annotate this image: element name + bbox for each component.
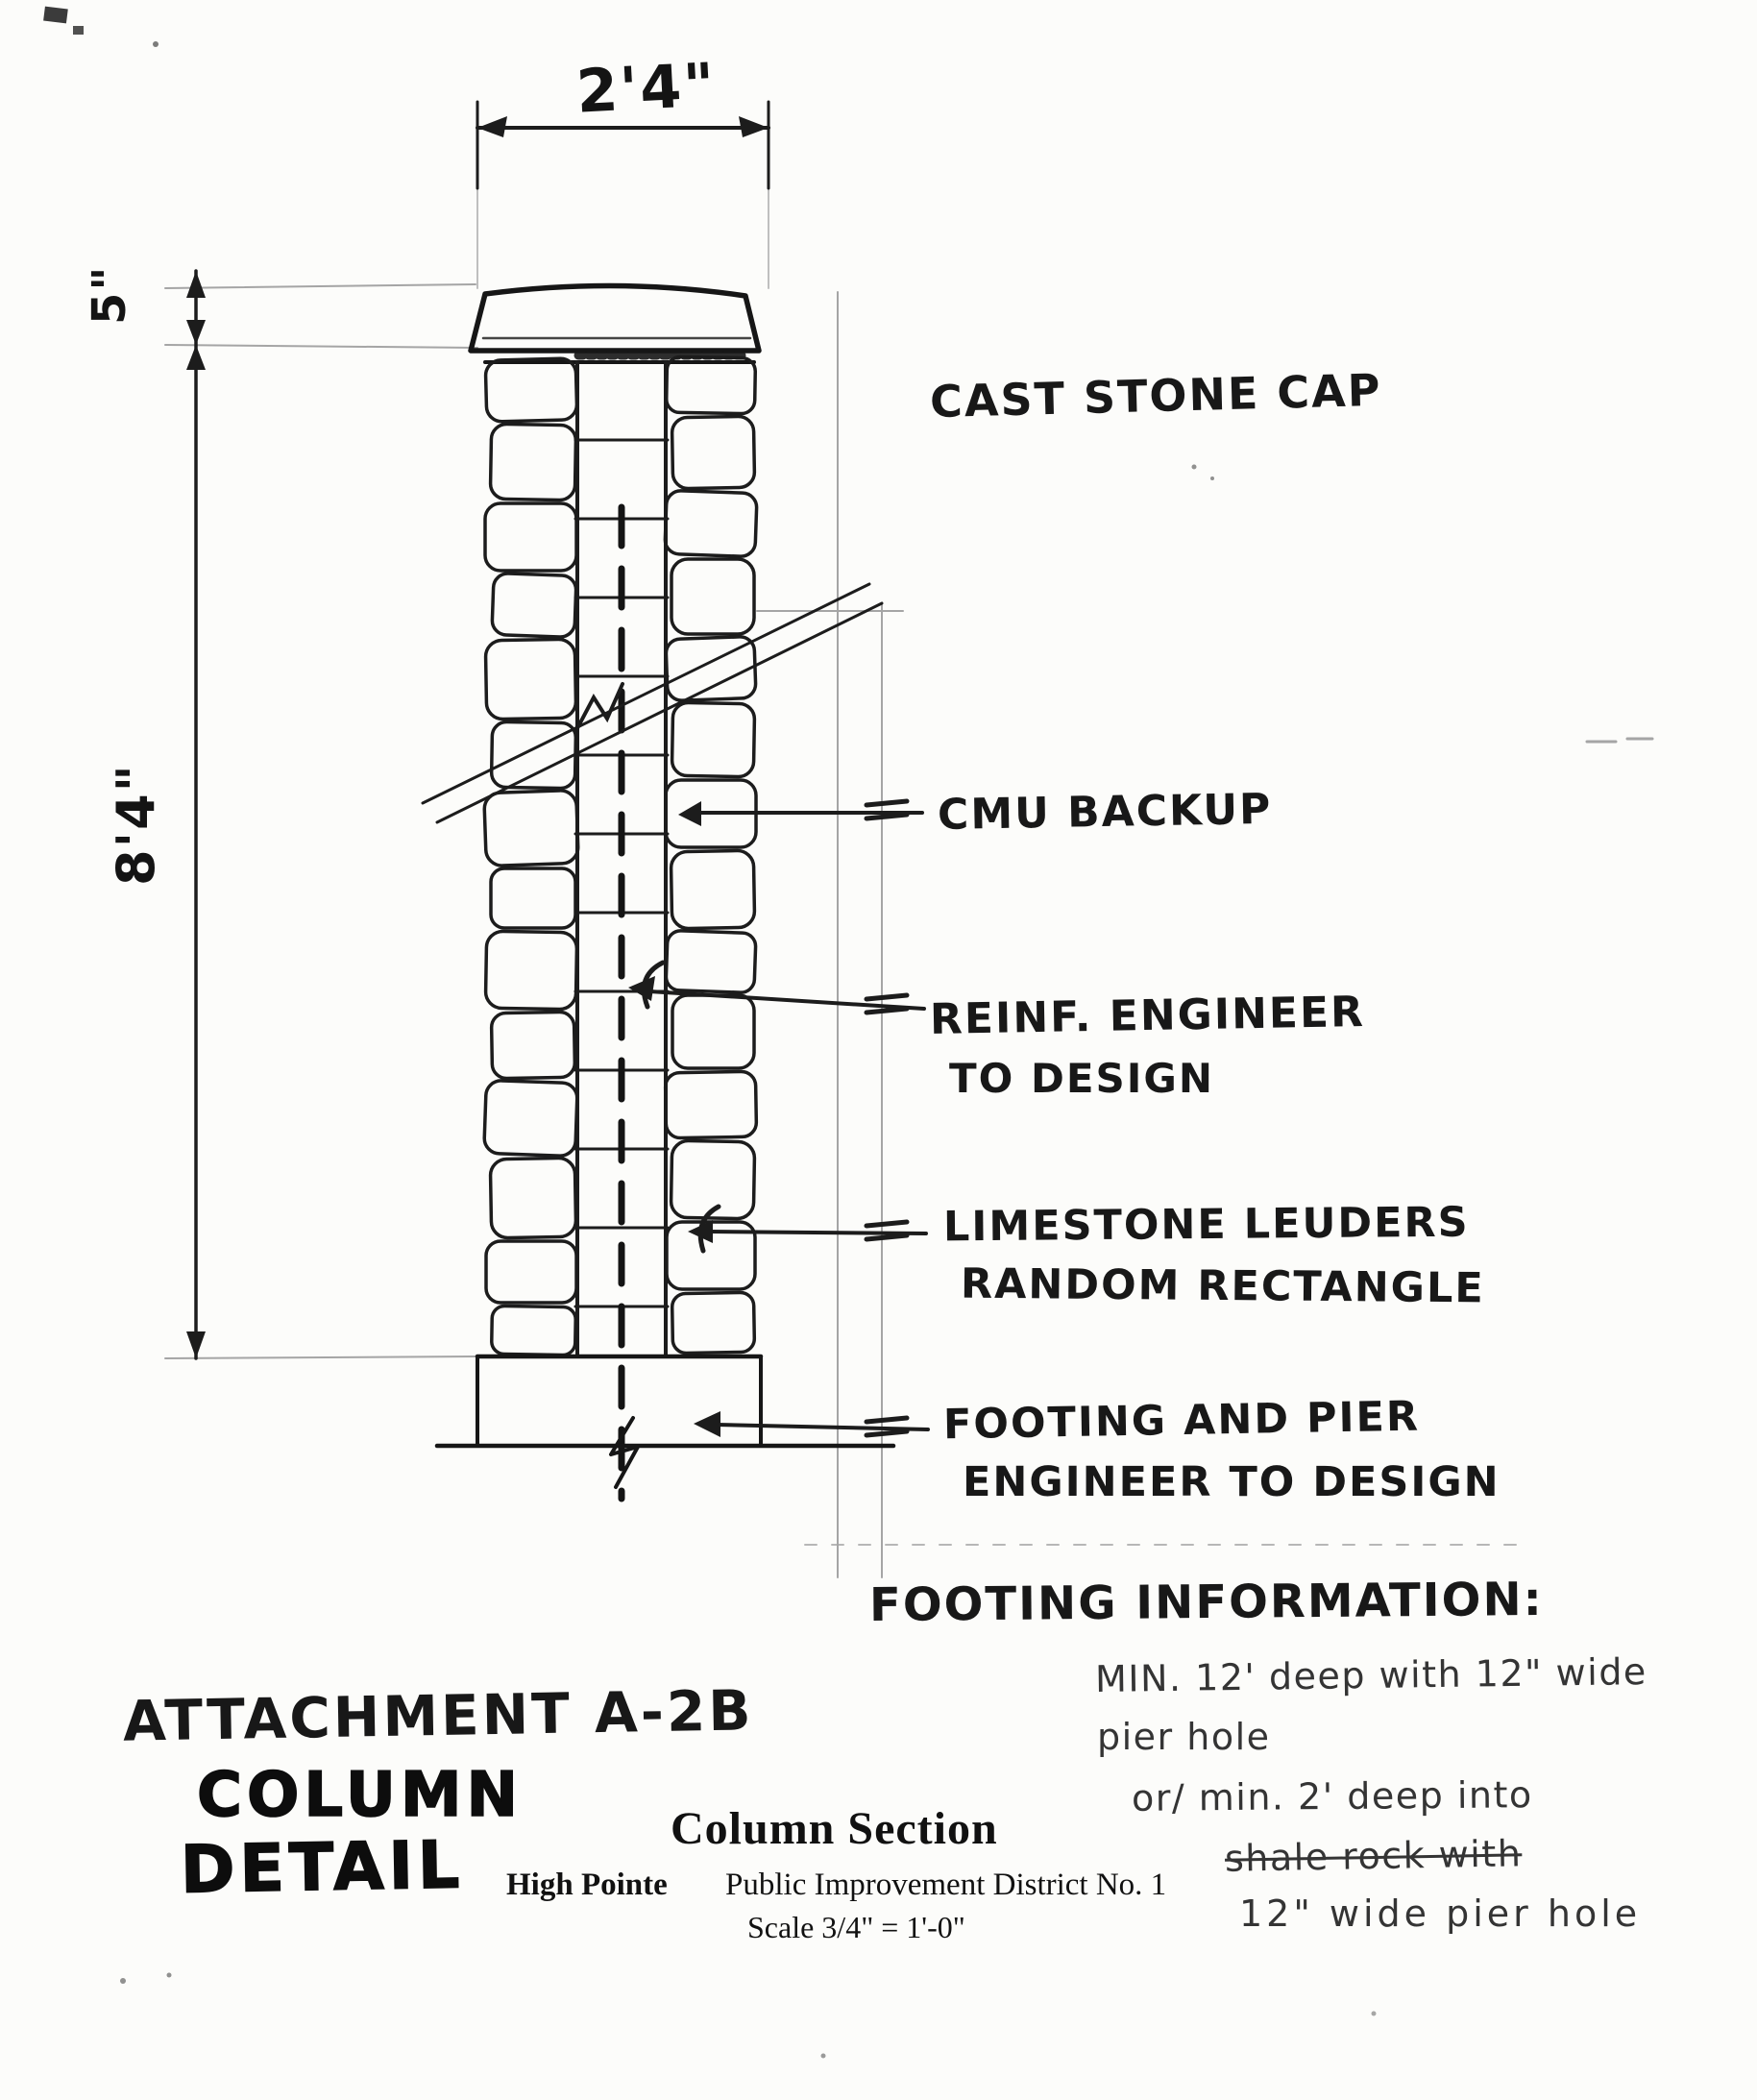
dimension-left-height xyxy=(186,269,206,1360)
detail-title-line2: DETAIL xyxy=(180,1827,466,1910)
footing-shape xyxy=(434,1354,896,1489)
leader-reinf xyxy=(628,960,926,1015)
footing-info-note-1: MIN. 12' deep with 12" wide xyxy=(1094,1649,1648,1701)
attachment-label: ATTACHMENT A-2B xyxy=(122,1677,755,1754)
callout-limestone-line1: LIMESTONE LEUDERS xyxy=(942,1198,1470,1252)
footing-info-title: FOOTING INFORMATION: xyxy=(868,1572,1545,1633)
callout-reinf-line1: REINF. ENGINEER xyxy=(929,988,1366,1044)
dimension-column-height-label: 8'4" xyxy=(106,763,166,886)
dimension-cap-height-label: 5" xyxy=(83,264,136,325)
break-lines-diagonal xyxy=(421,582,884,824)
cast-stone-cap-shape xyxy=(468,282,762,364)
leader-cmu-backup xyxy=(678,798,924,826)
footing-info-note-3: or/ min. 2' deep into xyxy=(1131,1773,1533,1819)
stone-course-right xyxy=(663,354,759,1355)
project-subtitle: Public Improvement District No. 1 xyxy=(725,1868,1167,1902)
drawing-title: Column Section xyxy=(671,1803,998,1854)
callout-reinf-line2: TO DESIGN xyxy=(949,1055,1215,1102)
dimension-width-label: 2'4" xyxy=(574,49,719,127)
stone-course-left xyxy=(482,356,580,1357)
construction-lines xyxy=(164,186,1654,1578)
callout-limestone-line2: RANDOM RECTANGLE xyxy=(960,1259,1485,1313)
leader-footing-pier xyxy=(694,1411,930,1438)
dimension-top-width xyxy=(476,100,770,190)
drawing-scale: Scale 3/4" = 1'-0" xyxy=(747,1910,965,1944)
footing-break-mark xyxy=(609,1416,640,1489)
callout-cmu-backup: CMU BACKUP xyxy=(937,784,1273,841)
footing-info-note-2: pier hole xyxy=(1097,1716,1271,1758)
project-name: High Pointe xyxy=(506,1868,668,1902)
callout-footing-line1: FOOTING AND PIER xyxy=(942,1392,1421,1450)
scan-artifacts xyxy=(43,6,1377,2059)
callout-footing-line2: ENGINEER TO DESIGN xyxy=(963,1458,1501,1506)
leader-limestone xyxy=(688,1204,928,1254)
footing-info-note-4: shale rock with xyxy=(1224,1832,1523,1880)
detail-title-line1: COLUMN xyxy=(196,1759,524,1832)
footing-info-note-5: 12" wide pier hole xyxy=(1239,1892,1642,1935)
